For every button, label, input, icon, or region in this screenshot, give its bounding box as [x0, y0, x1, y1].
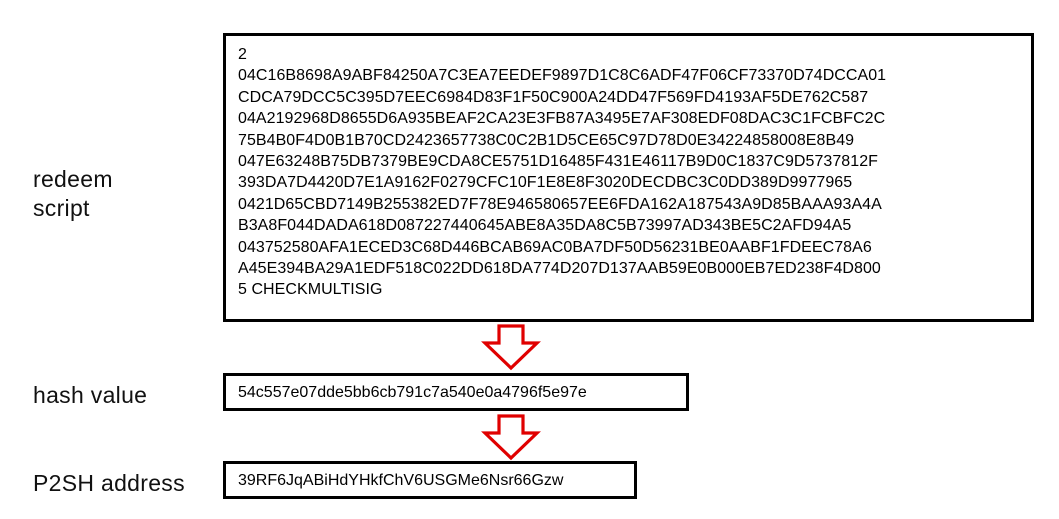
script-line: B3A8F044DADA618D087227440645ABE8A35DA8C5…: [238, 217, 852, 235]
hash-value-box: 54c557e07dde5bb6cb791c7a540e0a4796f5e97e: [223, 373, 689, 411]
script-line: 75B4B0F4D0B1B70CD2423657738C0C2B1D5CE65C…: [238, 131, 855, 149]
down-arrow-icon: [481, 414, 541, 461]
script-line: 047E63248B75DB7379BE9CDA8CE5751D16485F43…: [238, 153, 878, 171]
down-arrow-icon: [481, 324, 541, 371]
hash-value-label: hash value: [33, 382, 148, 408]
script-line: 0421D65CBD7149B255382ED7F78E946580657EE6…: [238, 195, 882, 213]
p2sh-address-label: P2SH address: [33, 470, 185, 496]
script-line: 04C16B8698A9ABF84250A7C3EA7EEDEF9897D1C8…: [238, 67, 887, 85]
script-line: 2: [238, 46, 247, 63]
script-line: 043752580AFA1ECED3C68D446BCAB69AC0BA7DF5…: [238, 238, 872, 256]
redeem-script-box: 2 04C16B8698A9ABF84250A7C3EA7EEDEF9897D1…: [223, 33, 1034, 322]
hash-value-text: 54c557e07dde5bb6cb791c7a540e0a4796f5e97e: [238, 384, 587, 401]
p2sh-address-text: 39RF6JqABiHdYHkfChV6USGMe6Nsr66Gzw: [238, 472, 564, 489]
redeem-script-label: redeem script: [33, 166, 113, 221]
script-line: CDCA79DCC5C395D7EEC6984D83F1F50C900A24DD…: [238, 88, 869, 106]
script-line: 393DA7D4420D7E1A9162F0279CFC10F1E8E8F302…: [238, 174, 853, 192]
script-line: 04A2192968D8655D6A935BEAF2CA23E3FB87A349…: [238, 110, 886, 128]
script-line: 5 CHECKMULTISIG: [238, 281, 383, 299]
p2sh-address-box: 39RF6JqABiHdYHkfChV6USGMe6Nsr66Gzw: [223, 461, 637, 499]
script-line: A45E394BA29A1EDF518C022DD618DA774D207D13…: [238, 260, 881, 278]
